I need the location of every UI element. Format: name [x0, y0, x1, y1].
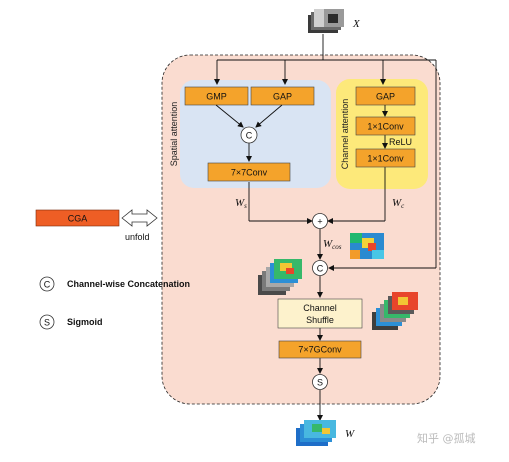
svg-text:C: C: [44, 280, 51, 290]
svg-text:+: +: [317, 217, 322, 227]
output-label: W: [345, 428, 355, 440]
cga-box: CGA: [35, 209, 120, 227]
ws-label: Ws: [235, 197, 247, 210]
legend-sigmoid: S Sigmoid: [39, 314, 103, 330]
watermark: 知乎 @孤城: [417, 431, 476, 445]
svg-text:S: S: [317, 378, 323, 388]
svg-text:Channel-wise Concatenation: Channel-wise Concatenation: [67, 279, 190, 289]
svg-text:7×7GConv: 7×7GConv: [298, 345, 342, 355]
svg-text:Channel: Channel: [303, 303, 337, 313]
conv1x1-box-1: 1×1Conv: [355, 116, 416, 136]
svg-text:7×7Conv: 7×7Conv: [231, 168, 268, 178]
wcos-heatmap-thumbnail: [350, 233, 384, 259]
svg-text:Sigmoid: Sigmoid: [67, 317, 103, 327]
unfold-double-arrow: [121, 209, 158, 227]
channel-lines: [327, 105, 388, 224]
concat-node: C: [312, 260, 328, 276]
svg-text:1×1Conv: 1×1Conv: [367, 154, 404, 164]
add-node: +: [312, 213, 328, 229]
svg-text:S: S: [44, 318, 50, 328]
gap-spatial-box: GAP: [250, 86, 315, 106]
gap-channel-box: GAP: [355, 86, 416, 106]
svg-text:CGA: CGA: [68, 214, 88, 224]
svg-text:C: C: [317, 264, 324, 274]
svg-text:C: C: [246, 131, 253, 141]
input-distribution-lines: [214, 34, 437, 271]
svg-text:Shuffle: Shuffle: [306, 315, 334, 325]
conv7x7-box: 7×7Conv: [207, 162, 291, 182]
svg-text:1×1Conv: 1×1Conv: [367, 122, 404, 132]
output-heatmap-thumbnail: [296, 420, 336, 446]
sigmoid-node: S: [312, 374, 328, 390]
legend-concat: C Channel-wise Concatenation: [39, 276, 190, 292]
unfold-label: unfold: [125, 232, 150, 242]
relu-label: ReLU: [389, 137, 412, 147]
spatial-lines: [215, 104, 313, 224]
concatenated-feature-stack-thumbnail: [258, 259, 302, 295]
gmp-box: GMP: [184, 86, 249, 106]
svg-text:GMP: GMP: [206, 92, 227, 102]
svg-text:GAP: GAP: [273, 92, 292, 102]
spatial-concat-node: C: [240, 126, 258, 144]
shuffled-feature-stack-thumbnail: [372, 292, 418, 330]
svg-text:GAP: GAP: [376, 92, 395, 102]
channel-attention-title: Channel attention: [340, 99, 350, 170]
input-label: X: [352, 18, 361, 30]
channel-shuffle-box: Channel Shuffle: [277, 298, 363, 329]
gconv7x7-box: 7×7GConv: [278, 340, 362, 359]
input-thumbnail: [308, 9, 344, 33]
spatial-attention-title: Spatial attention: [169, 102, 179, 167]
conv1x1-box-2: 1×1Conv: [355, 148, 416, 168]
